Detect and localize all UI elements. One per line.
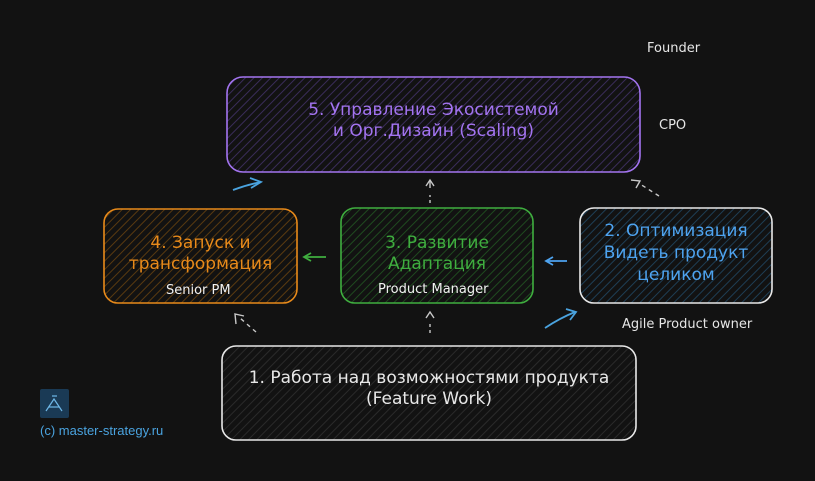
node-scaling-box (226, 76, 641, 173)
arrow-optimization-to-scaling (630, 179, 660, 197)
node-optimization-box (579, 207, 773, 304)
role-founder: Founder (647, 41, 701, 56)
node-development-label: 3. Развитие Адаптация (341, 233, 533, 276)
node-development-box (340, 207, 534, 304)
node-feature-box (221, 345, 637, 441)
node-feature-line1: 1. Работа над возможностями продукта (248, 368, 610, 388)
node-launch-label: 4. Запуск и трансформация (104, 233, 297, 276)
role-cpo: CPO (659, 118, 687, 133)
node-feature-line2: (Feature Work) (366, 389, 492, 410)
arrow-development-to-scaling (425, 178, 435, 203)
arrow-feature-to-optimization (544, 308, 578, 329)
arrow-feature-to-development (425, 310, 435, 333)
node-optimization-line1: 2. Оптимизация (604, 221, 748, 241)
node-optimization-line2: Видеть продукт (603, 243, 749, 264)
arrow-development-to-launch (302, 252, 326, 262)
arrow-launch-to-scaling (232, 177, 264, 191)
node-launch-box (103, 208, 298, 304)
arrow-optimization-to-development (544, 256, 567, 266)
node-launch-line2: трансформация (128, 254, 273, 275)
node-development-sub: Product Manager (378, 282, 489, 297)
node-feature-label: 1. Работа над возможностями продукта (Fe… (222, 368, 636, 411)
role-agile-product-owner: Agile Product owner (622, 317, 753, 332)
node-launch-line1: 4. Запуск и (150, 233, 251, 253)
node-optimization-line3: целиком (637, 265, 715, 286)
node-scaling-line2: и Орг.Дизайн (Scaling) (332, 121, 535, 142)
node-scaling-label: 5. Управление Экосистемой и Орг.Дизайн (… (227, 100, 640, 143)
node-development-line2: Адаптация (387, 254, 487, 275)
node-launch-sub: Senior PM (166, 283, 231, 298)
footer-credit[interactable]: (c) master-strategy.ru (40, 423, 164, 438)
node-optimization-label: 2. Оптимизация Видеть продукт целиком (580, 220, 772, 286)
node-development-line1: 3. Развитие (385, 233, 489, 253)
master-strategy-logo-icon (40, 389, 69, 418)
node-scaling-line1: 5. Управление Экосистемой (308, 100, 559, 120)
arrow-feature-to-launch (234, 313, 257, 333)
